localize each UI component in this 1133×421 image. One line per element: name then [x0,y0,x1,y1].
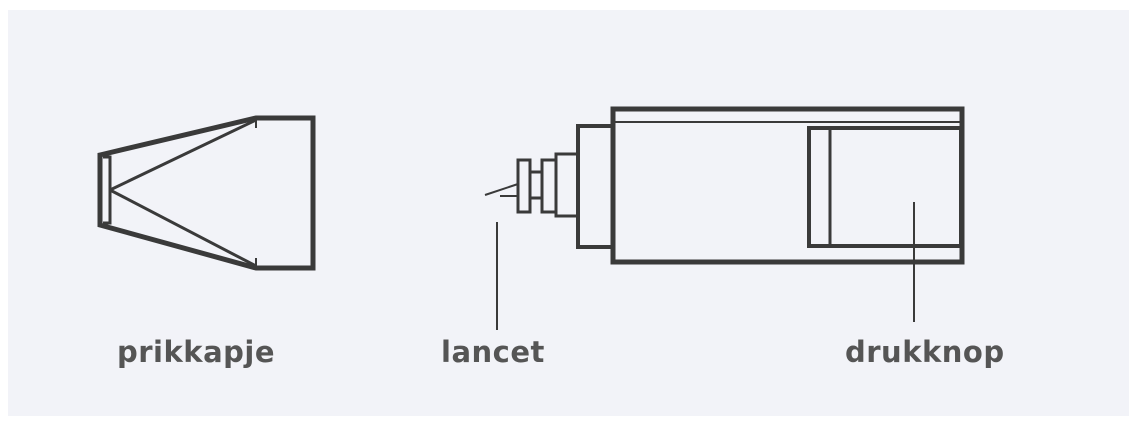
button-housing [807,126,963,248]
lancet-hub [516,158,532,214]
lancet-needle [484,183,519,197]
device-body [576,106,965,265]
lancet-label: lancet [441,335,545,369]
cap-label: prikkapje [117,335,276,369]
cap-inner-cone-bottom [109,188,257,268]
body-barrel [610,106,965,265]
cap-rim [103,155,112,225]
button-label: drukknop [845,335,1005,369]
lancet-collar [540,158,558,214]
lancet-holder [516,152,580,218]
cap-outline [97,115,316,271]
needle-tip [484,183,519,196]
cap-drawing [97,115,316,271]
lancet-neck [528,170,544,200]
lancet-flange [554,152,580,218]
diagram-background [8,10,1129,416]
body-nose [576,124,615,249]
cap-inner-cone-top [109,118,257,192]
